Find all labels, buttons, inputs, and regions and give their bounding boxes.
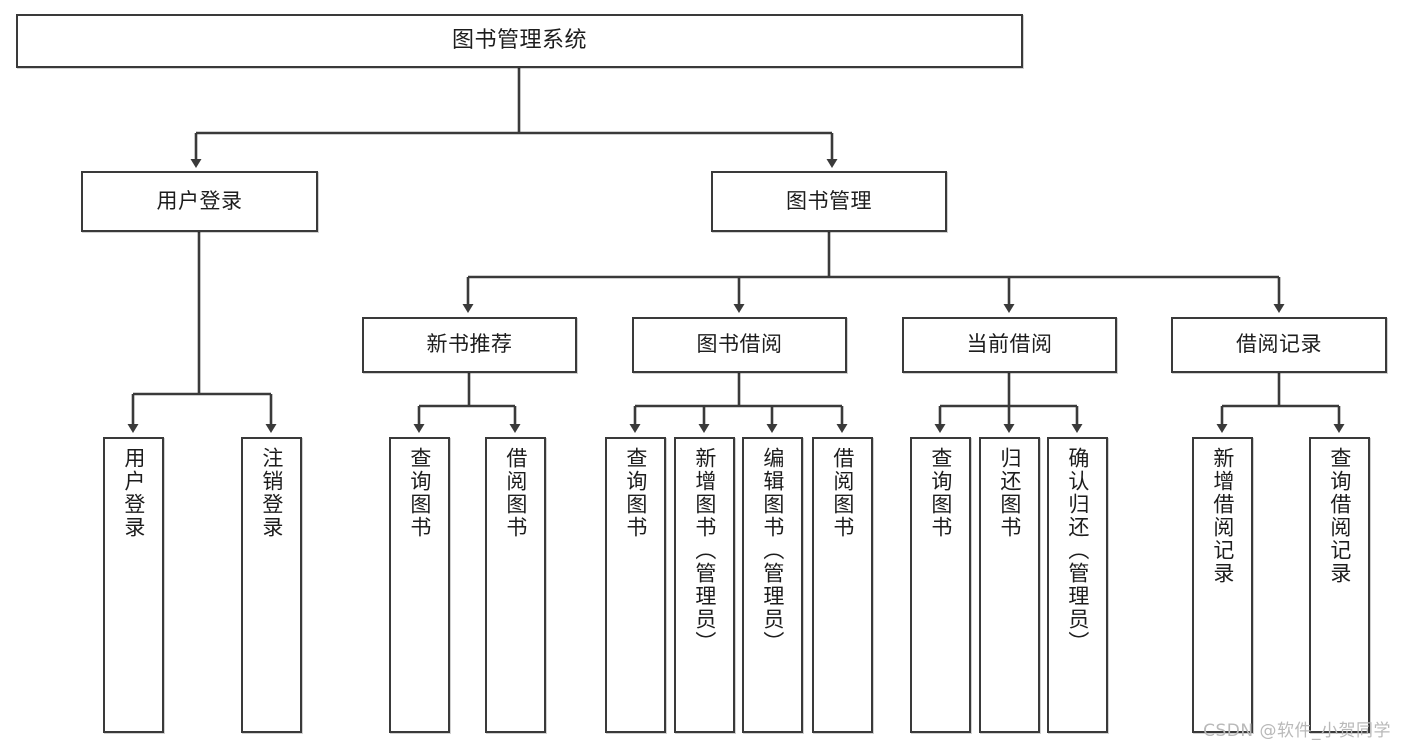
leaf-borrow-book-recommend[interactable]: 借阅图书 [485, 437, 546, 733]
node-label: 图书借阅 [696, 332, 783, 357]
node-label: 借阅图书 [830, 447, 855, 539]
node-user-login[interactable]: 用户登录 [81, 171, 318, 232]
node-label: 查询图书 [407, 447, 432, 539]
leaf-add-book-admin[interactable]: 新增图书（管理员） [674, 437, 735, 733]
leaf-edit-book-admin[interactable]: 编辑图书（管理员） [742, 437, 803, 733]
node-label: 归还图书 [997, 447, 1022, 539]
leaf-query-borrow-record[interactable]: 查询借阅记录 [1309, 437, 1370, 733]
node-label: 新书推荐 [426, 332, 513, 357]
leaf-borrow-book[interactable]: 借阅图书 [812, 437, 873, 733]
node-label: 图书管理系统 [451, 27, 587, 53]
node-new-book-recommend[interactable]: 新书推荐 [362, 317, 577, 373]
leaf-user-login[interactable]: 用户登录 [103, 437, 164, 733]
leaf-return-book[interactable]: 归还图书 [979, 437, 1040, 733]
node-label: 新增借阅记录 [1210, 447, 1235, 585]
node-current-borrow[interactable]: 当前借阅 [902, 317, 1117, 373]
node-label: 查询借阅记录 [1327, 447, 1352, 585]
leaf-confirm-return-admin[interactable]: 确认归还（管理员） [1047, 437, 1108, 733]
leaf-query-book-current[interactable]: 查询图书 [910, 437, 971, 733]
node-label: 图书管理 [786, 188, 872, 213]
leaf-logout[interactable]: 注销登录 [241, 437, 302, 733]
node-label: 新增图书（管理员） [692, 447, 717, 654]
leaf-add-borrow-record[interactable]: 新增借阅记录 [1192, 437, 1253, 733]
node-label: 查询图书 [623, 447, 648, 539]
node-root-system[interactable]: 图书管理系统 [16, 14, 1023, 68]
node-label: 注销登录 [259, 447, 284, 539]
node-label: 确认归还（管理员） [1065, 447, 1090, 654]
node-label: 借阅记录 [1236, 332, 1322, 357]
node-label: 当前借阅 [966, 332, 1053, 357]
watermark-text: CSDN @软件_小贺同学 [1203, 721, 1391, 741]
node-label: 查询图书 [928, 447, 953, 539]
node-label: 编辑图书（管理员） [760, 447, 785, 654]
node-label: 用户登录 [121, 447, 146, 539]
node-label: 借阅图书 [503, 447, 528, 539]
node-label: 用户登录 [156, 188, 243, 213]
node-borrow-record[interactable]: 借阅记录 [1171, 317, 1387, 373]
leaf-query-book-recommend[interactable]: 查询图书 [389, 437, 450, 733]
leaf-query-book-borrow[interactable]: 查询图书 [605, 437, 666, 733]
node-book-borrow[interactable]: 图书借阅 [632, 317, 847, 373]
node-book-management[interactable]: 图书管理 [711, 171, 947, 232]
